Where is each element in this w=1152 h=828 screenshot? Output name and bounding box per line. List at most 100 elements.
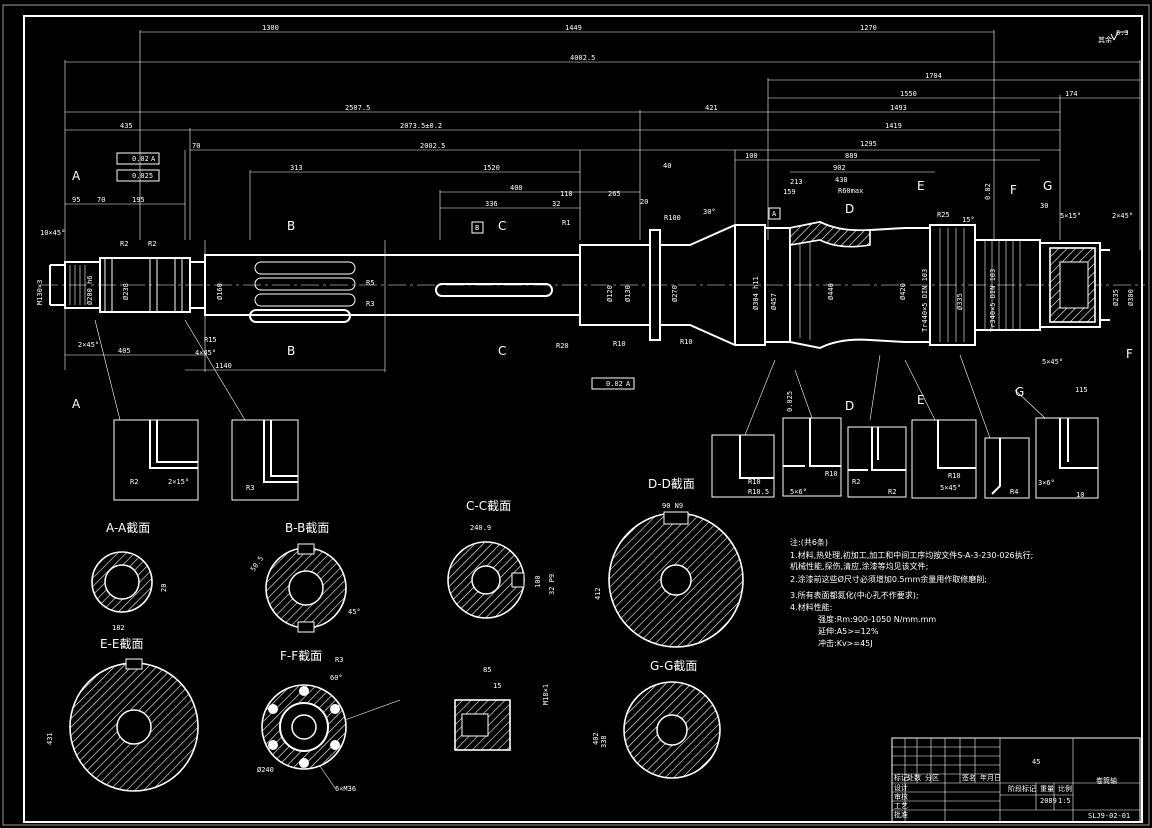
svg-text:1493: 1493 — [890, 104, 907, 112]
svg-text:R2: R2 — [130, 478, 138, 486]
detail-views: R2 2×15° R3 R10 R10.5 R10 5×6° R2 R2 R10… — [113, 417, 1099, 501]
svg-text:M130×3: M130×3 — [36, 280, 44, 305]
shaft-main-view — [40, 220, 1145, 350]
svg-text:Tr340×5 DIN 103: Tr340×5 DIN 103 — [989, 269, 997, 332]
svg-text:32 P9: 32 P9 — [548, 574, 556, 595]
svg-text:Tr440×5 DIN 103: Tr440×5 DIN 103 — [921, 269, 929, 332]
shaft-labels: M130×3 Ø200 h6 Ø238 Ø160 Ø120 Ø130 Ø270 … — [36, 152, 1135, 413]
svg-text:Ø440: Ø440 — [827, 283, 835, 300]
svg-text:A: A — [626, 380, 631, 388]
svg-text:115: 115 — [1075, 386, 1088, 394]
svg-text:Ø457: Ø457 — [770, 293, 778, 310]
svg-text:G-G截面: G-G截面 — [650, 659, 697, 673]
svg-text:D: D — [845, 202, 854, 216]
svg-text:R10.5: R10.5 — [748, 488, 769, 496]
section-ff: F-F截面 60° Ø240 6×M36 85 15 M18×1 — [257, 649, 550, 793]
svg-text:SLJ9-02-01: SLJ9-02-01 — [1088, 812, 1130, 820]
svg-text:1419: 1419 — [885, 122, 902, 130]
svg-text:1295: 1295 — [860, 140, 877, 148]
section-bb: B-B截面 45° R3 50.5 — [249, 521, 361, 664]
svg-text:Ø420: Ø420 — [899, 283, 907, 300]
svg-text:R2: R2 — [120, 240, 128, 248]
svg-text:5×45°: 5×45° — [1042, 358, 1063, 366]
svg-text:45: 45 — [1032, 758, 1040, 766]
svg-text:工艺: 工艺 — [894, 802, 908, 810]
svg-text:90 N9: 90 N9 — [662, 502, 683, 510]
svg-text:F-F截面: F-F截面 — [280, 649, 322, 663]
svg-text:2×45°: 2×45° — [78, 341, 99, 349]
svg-text:B: B — [287, 219, 295, 233]
svg-text:标记: 标记 — [894, 773, 908, 782]
svg-text:B: B — [475, 224, 479, 232]
svg-text:F: F — [1010, 183, 1017, 197]
svg-text:0.025: 0.025 — [786, 391, 794, 412]
svg-text:174: 174 — [1065, 90, 1078, 98]
svg-text:1140: 1140 — [215, 362, 232, 370]
svg-text:1:5: 1:5 — [1058, 797, 1071, 805]
svg-text:10: 10 — [1076, 491, 1084, 499]
svg-text:E: E — [917, 179, 925, 193]
svg-text:213: 213 — [790, 178, 803, 186]
svg-text:注:(共6条): 注:(共6条) — [790, 537, 828, 547]
svg-text:Ø335: Ø335 — [956, 293, 964, 310]
svg-text:2507.5: 2507.5 — [345, 104, 370, 112]
svg-text:其余: 其余 — [1098, 35, 1112, 44]
svg-text:Ø238: Ø238 — [122, 283, 130, 300]
technical-notes: 注:(共6条) 1.材料,热处理,初加工,加工和中间工序均按文件S-A-3-23… — [790, 537, 1033, 648]
svg-text:分区: 分区 — [925, 773, 939, 782]
svg-text:110: 110 — [560, 190, 573, 198]
svg-text:30: 30 — [1040, 202, 1048, 210]
detail-leaders — [94, 319, 1046, 439]
svg-text:审核: 审核 — [894, 792, 908, 801]
svg-text:70: 70 — [192, 142, 200, 150]
svg-text:G: G — [1015, 385, 1024, 399]
svg-text:4.材料性能:: 4.材料性能: — [790, 602, 832, 612]
section-cc: C-C截面 240.9 32 P9 100 — [447, 499, 556, 619]
svg-text:405: 405 — [118, 347, 131, 355]
svg-text:159: 159 — [783, 188, 796, 196]
svg-text:6.3: 6.3 — [1116, 29, 1129, 37]
svg-text:1449: 1449 — [565, 24, 582, 32]
svg-text:Ø200 h6: Ø200 h6 — [86, 275, 94, 305]
svg-text:Ø270: Ø270 — [671, 285, 679, 302]
title-block: 45 卷筒轴 SLJ9-02-01 标记 处数 分区 签名 年月日 阶段标记 重… — [891, 737, 1141, 823]
svg-text:D: D — [845, 399, 854, 413]
svg-text:240.9: 240.9 — [470, 524, 491, 532]
svg-text:3.所有表面都氮化(中心孔不作要求);: 3.所有表面都氮化(中心孔不作要求); — [790, 590, 919, 600]
svg-text:85: 85 — [483, 666, 491, 674]
svg-text:265: 265 — [608, 190, 621, 198]
svg-text:30°: 30° — [703, 208, 716, 216]
svg-text:重量: 重量 — [1040, 785, 1054, 793]
outer-border — [2, 4, 1150, 826]
svg-text:冲击:Kv>=45J: 冲击:Kv>=45J — [818, 638, 873, 648]
svg-text:Ø130: Ø130 — [624, 285, 632, 302]
svg-text:Ø304 h11: Ø304 h11 — [752, 276, 760, 310]
svg-text:R15: R15 — [204, 336, 217, 344]
svg-text:R1: R1 — [562, 219, 570, 227]
svg-text:0.02: 0.02 — [132, 155, 149, 163]
section-dd: D-D截面 90 N9 412 — [594, 477, 744, 648]
svg-text:Ø300: Ø300 — [1127, 289, 1135, 306]
svg-text:2073.5±0.2: 2073.5±0.2 — [400, 122, 442, 130]
svg-text:阶段标记: 阶段标记 — [1008, 784, 1036, 793]
svg-text:A: A — [772, 210, 777, 218]
svg-text:R25: R25 — [937, 211, 950, 219]
svg-text:1550: 1550 — [900, 90, 917, 98]
svg-text:20: 20 — [640, 198, 648, 206]
svg-text:R4: R4 — [1010, 488, 1018, 496]
svg-text:延伸:A5>=12%: 延伸:A5>=12% — [818, 626, 879, 636]
svg-text:R100: R100 — [664, 214, 681, 222]
svg-text:设计: 设计 — [894, 783, 908, 792]
svg-text:70: 70 — [97, 196, 105, 204]
svg-text:4×45°: 4×45° — [195, 349, 216, 357]
svg-text:20: 20 — [160, 584, 168, 592]
svg-text:R5: R5 — [366, 279, 374, 287]
svg-text:2×45°: 2×45° — [1112, 212, 1133, 220]
svg-text:机械性能,探伤,清应,涂漆等均见该文件;: 机械性能,探伤,清应,涂漆等均见该文件; — [790, 561, 928, 571]
svg-text:年月日: 年月日 — [980, 773, 1001, 782]
svg-text:313: 313 — [290, 164, 303, 172]
svg-text:2.涂漆前这些Ø尺寸必须增加0.5mm余量用作取修磨削;: 2.涂漆前这些Ø尺寸必须增加0.5mm余量用作取修磨削; — [790, 574, 987, 584]
svg-text:100: 100 — [745, 152, 758, 160]
svg-text:Ø240: Ø240 — [257, 766, 274, 774]
